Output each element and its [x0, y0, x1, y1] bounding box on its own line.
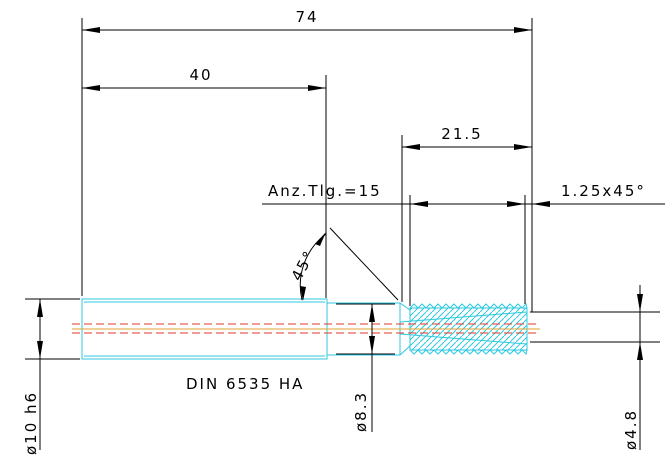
internal-taper	[399, 311, 528, 345]
thread-length-label: 21.5	[441, 125, 482, 143]
dim-shank-diameter: ø10 h6	[22, 299, 43, 455]
neck-diameter-label: ø8.3	[352, 391, 370, 432]
thread-teeth-bottom	[409, 349, 528, 355]
extension-lines	[25, 18, 660, 360]
dim-tip-diameter: ø4.8	[622, 285, 643, 450]
dim-neck-diameter: ø8.3	[352, 304, 375, 432]
dim-thread-length: 21.5	[402, 125, 532, 150]
shank-diameter-label: ø10 h6	[22, 391, 40, 455]
tool-body	[72, 298, 540, 360]
dim-angle: 45°	[288, 232, 327, 301]
dim-thread-count: Anz.Tlg.=15 1.25x45°	[262, 182, 665, 207]
dim-overall-length: 74	[82, 8, 532, 33]
angle-label: 45°	[288, 247, 319, 284]
thread-teeth-top	[409, 303, 528, 309]
chamfer-label: 1.25x45°	[561, 182, 646, 200]
standard-label: DIN 6535 HA	[186, 375, 304, 393]
tip-diameter-label: ø4.8	[622, 409, 640, 450]
overall-length-label: 74	[295, 8, 318, 26]
shank-length-label: 40	[189, 66, 212, 84]
dim-shank-length: 40	[82, 66, 326, 91]
thread-count-label: Anz.Tlg.=15	[268, 182, 382, 200]
